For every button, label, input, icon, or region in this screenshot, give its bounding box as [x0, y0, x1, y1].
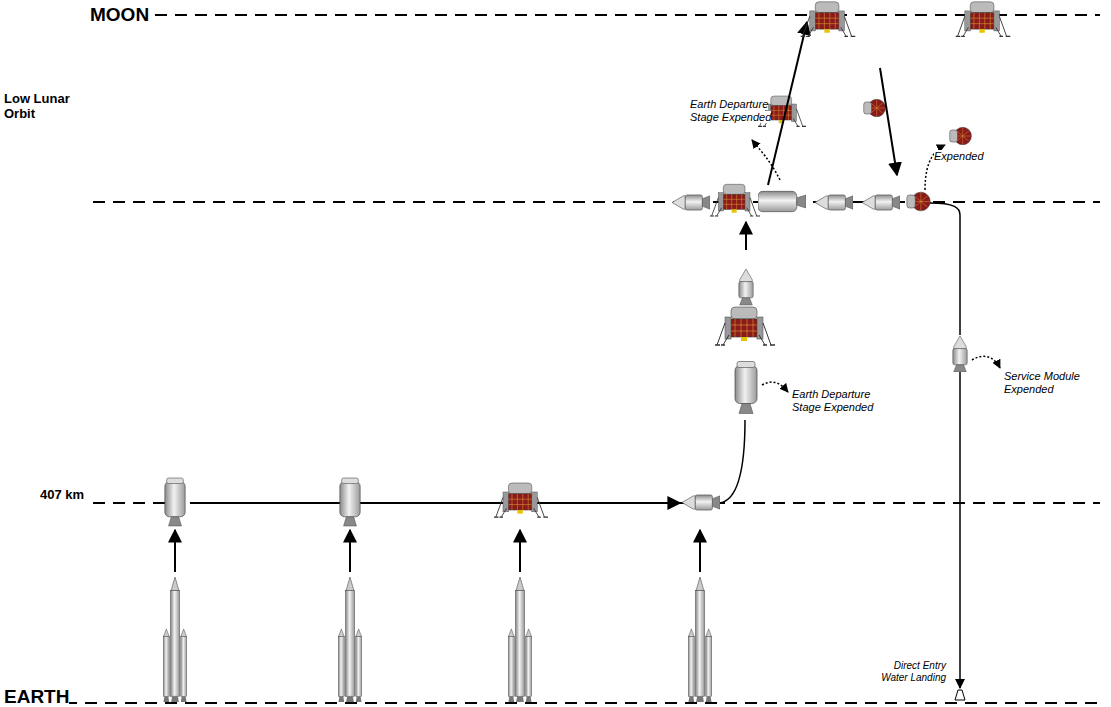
- level-label: 407 km: [40, 488, 120, 503]
- level-label: MOON: [90, 4, 210, 26]
- note-label: Expended: [934, 150, 1014, 163]
- level-label: EARTH: [4, 686, 124, 707]
- note-label: Earth Departure Stage Expended: [792, 388, 892, 413]
- level-label: Low Lunar Orbit: [4, 92, 94, 122]
- level-label-text: Low Lunar Orbit: [4, 91, 70, 121]
- note-label: Earth Departure Stage Expended: [690, 98, 782, 123]
- note-label-text: Service Module Expended: [1004, 370, 1080, 395]
- note-label: Direct Entry Water Landing: [868, 660, 946, 683]
- note-label-text: Expended: [934, 150, 984, 162]
- level-label-text: 407 km: [40, 487, 84, 502]
- note-label-text: Earth Departure Stage Expended: [690, 98, 771, 123]
- level-label-text: EARTH: [4, 686, 69, 707]
- note-label: Service Module Expended: [1004, 370, 1104, 395]
- note-label-text: Earth Departure Stage Expended: [792, 388, 873, 413]
- level-label-text: MOON: [90, 4, 149, 25]
- note-label-text: Direct Entry Water Landing: [881, 660, 946, 683]
